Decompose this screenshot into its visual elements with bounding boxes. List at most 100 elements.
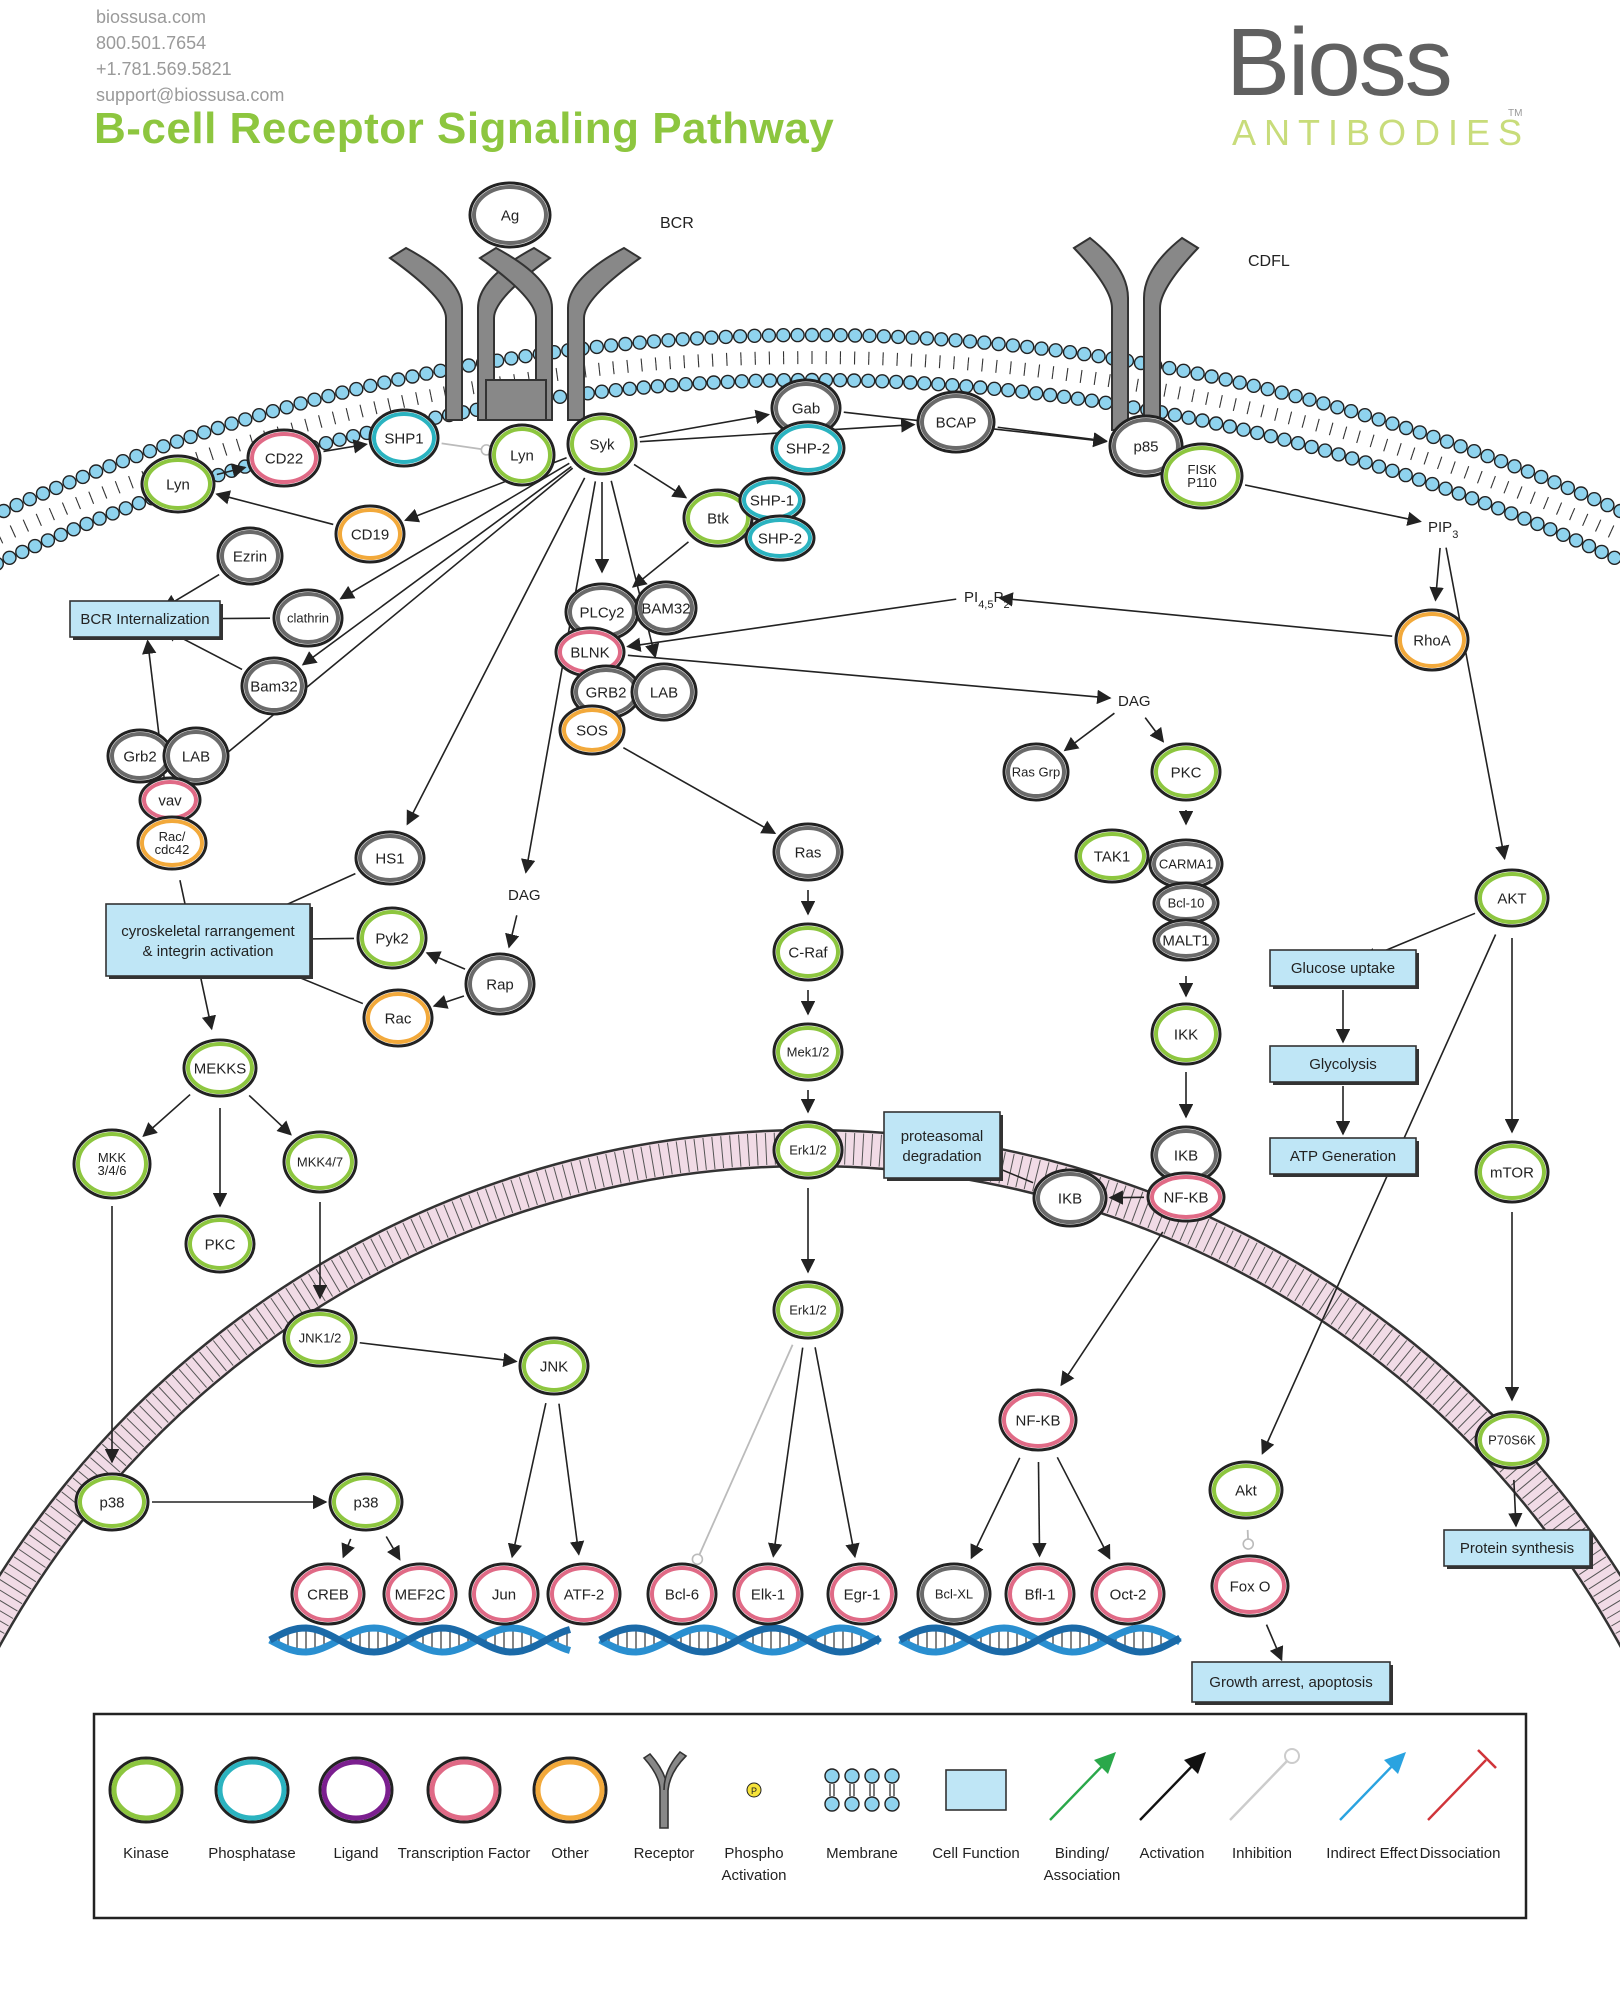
node-shp1_btk: SHP-1 [738,476,806,524]
node-label-clathrin: clathrin [287,611,329,626]
node-mek: Mek1/2 [772,1022,844,1082]
node-label-mek: Mek1/2 [787,1045,830,1060]
node-lab_c: LAB [630,662,698,722]
node-p70s6k: P70S6K [1474,1410,1550,1470]
node-bcl6: Bcl-6 [646,1562,718,1626]
legend-label-dissociation: Dissociation [1420,1845,1501,1862]
node-label-pkc_r: PKC [1171,764,1202,781]
cell-function-label-glucose: Glucose uptake [1291,960,1395,977]
edge-p38_in-to-mef2c [385,1536,401,1561]
edge-mekks-to-mkk346 [142,1093,191,1138]
legend-item-other: Other [532,1756,608,1862]
edge-sos-to-ras [622,747,777,835]
receptor-label-bcr: BCR [660,215,694,232]
edge-foxo-to-growth_arrest [1265,1624,1284,1662]
node-malt1: MALT1 [1152,918,1220,962]
dna-strands [268,1624,1182,1656]
node-label-atf2: ATF-2 [564,1586,605,1603]
edge-lyn_left-to-cd22 [216,463,247,478]
website-text: biossusa.com [96,7,207,27]
node-rac_cdc42: Rac/cdc42 [136,815,208,871]
node-akt_nuc: Akt [1208,1460,1284,1520]
legend-label-tf: Transcription Factor [398,1845,531,1862]
legend-item-ligand: Ligand [318,1756,394,1862]
node-pkc_r: PKC [1150,742,1222,802]
node-rasgrp: Ras Grp [1002,742,1070,802]
node-creb: CREB [290,1562,366,1626]
phone-text-2: +1.781.569.5821 [96,59,232,79]
logo-wordmark: Bioss [1226,9,1453,116]
edge-p70s6k-to-protein_synthesis [1508,1479,1523,1528]
node-atf2: ATF-2 [546,1562,622,1626]
legend-item-activation: Activation [1139,1752,1206,1862]
node-label-pyk2: Pyk2 [375,930,408,947]
edge-pip3-to-rhoa [1429,547,1444,602]
edge-nfkb_nuc-to-bfl1 [1032,1461,1047,1558]
edge-p38_in-to-creb [341,1538,355,1559]
edge-syk-to-dag_left [521,481,597,874]
edge-bcap-to-p85 [997,426,1108,447]
cell-function-glycolysis: Glycolysis [1269,1045,1419,1085]
legend-item-cellfn: Cell Function [932,1769,1020,1862]
node-label-malt1: MALT1 [1162,932,1209,949]
node-egr1: Egr-1 [826,1562,898,1626]
edge-erk_nuc-to-egr1 [814,1347,860,1559]
node-vav: vav [138,776,202,824]
node-p38_out: p38 [74,1472,150,1532]
node-label-jun: Jun [492,1586,516,1603]
node-carma1: CARMA1 [1148,838,1224,890]
legend-label-phosphatase: Phosphatase [208,1845,296,1862]
legend-label-membrane: Membrane [826,1845,898,1862]
node-label-craf: C-Raf [788,944,828,961]
cell-function-atp: ATP Generation [1269,1137,1419,1177]
node-label-ras: Ras [795,844,822,861]
node-clathrin: clathrin [272,588,344,648]
node-label-sos: SOS [576,722,608,739]
node-label-shp1_btk: SHP-1 [750,492,794,509]
node-pyk2: Pyk2 [356,906,428,970]
label-dag_left: DAG [508,887,541,904]
node-nfkb_top: NF-KB [1146,1171,1226,1223]
edge-shp1_top-to-lyn_top [441,442,487,451]
node-lyn_top: Lyn [488,423,556,487]
node-p38_in: p38 [328,1472,404,1532]
legend-label-inhibition: Inhibition [1232,1845,1292,1862]
edge-rap-to-pyk2 [425,951,466,970]
node-label-bam32_l: Bam32 [250,678,298,695]
edge-jnk-to-jun [507,1402,547,1559]
cell-function-label-cytoskeletal: cyroskeletal rarrangement& integrin acti… [121,923,295,960]
node-ezrin: Ezrin [216,526,284,586]
node-mef2c: MEF2C [382,1562,458,1626]
node-label-gab: Gab [792,400,820,417]
node-label-shp1_top: SHP1 [384,430,423,447]
node-label-ezrin: Ezrin [233,548,267,565]
edge-pip3-to-akt_r [1445,547,1510,861]
node-label-p70s6k: P70S6K [1488,1433,1536,1448]
node-label-akt_r: AKT [1497,890,1526,907]
logo-subtitle: ANTIBODIES [1232,112,1531,153]
node-label-rhoa: RhoA [1413,632,1451,649]
label-dag_center: DAG [1118,693,1151,710]
edge-syk-to-gab [639,409,770,439]
edge-syk-to-clathrin [339,462,570,600]
legend-phospho-glyph: P [751,1786,757,1796]
node-oct2: Oct-2 [1090,1562,1166,1626]
node-nfkb_nuc: NF-KB [998,1388,1078,1452]
legend-item-binding: Binding/Association [1044,1752,1120,1884]
node-cd22: CD22 [246,428,322,488]
node-bcl10: Bcl-10 [1152,881,1220,925]
cell-function-label-growth_arrest: Growth arrest, apoptosis [1209,1674,1372,1691]
label-pip3: PIP3 [1428,519,1458,541]
node-hs1: HS1 [354,830,426,886]
node-label-mef2c: MEF2C [395,1586,446,1603]
node-label-mtor: mTOR [1490,1164,1534,1181]
node-label-akt_nuc: Akt [1235,1482,1258,1499]
node-label-cd22: CD22 [265,450,303,467]
node-shp1_top: SHP1 [368,408,440,468]
legend-item-inhibition: Inhibition [1229,1748,1300,1862]
node-lab_l: LAB [162,726,230,786]
legend-label-ligand: Ligand [333,1845,378,1862]
